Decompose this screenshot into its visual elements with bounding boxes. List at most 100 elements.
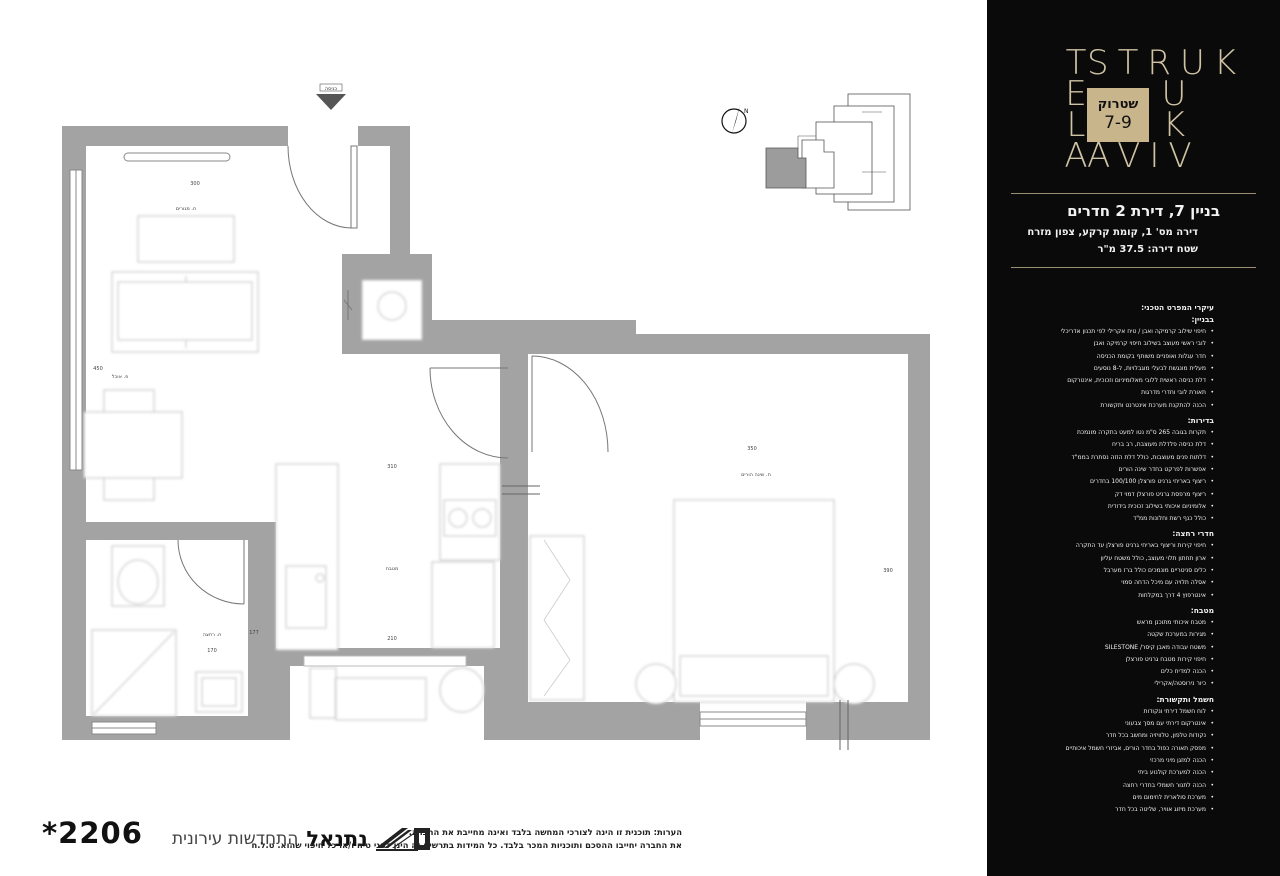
north-label: N [744, 108, 749, 115]
specs-section-title: בבניין: [1191, 315, 1214, 324]
key-plan [765, 93, 911, 211]
window-bath [91, 721, 157, 735]
specs-item: מגירות במערכת שקטה [1014, 629, 1214, 641]
divider [1011, 267, 1256, 268]
bedroom-door [429, 355, 609, 459]
logo-badge-number: 7-9 [1104, 113, 1132, 133]
balcony [303, 655, 485, 721]
specs-list: מטבח איכותי מתוכנן מראשמגירות במערכת שקט… [1014, 617, 1214, 691]
dim-living-width: 300 [190, 181, 200, 187]
divider [1011, 193, 1256, 194]
washing-machine [361, 279, 423, 341]
specs-item: הכנה למזגן מיני מרכזי [1014, 755, 1214, 767]
specs-list: חיפוי שילוב קרמיקה ואבן / טיח אקרילי לפי… [1014, 326, 1214, 412]
specs-item: אלומיניום איכותי בשילוב זכוכית בידודית [1014, 501, 1214, 513]
logo-badge-name: שטרוק [1097, 97, 1139, 112]
specs-item: אסלה תלויה עם מיכל הדחה סמוי [1014, 577, 1214, 589]
specs-item: לוח חשמל דירתי ונקודות [1014, 706, 1214, 718]
entrance-door [287, 145, 358, 229]
wardrobe-lines [543, 539, 571, 697]
dim-living-depth: 450 [93, 366, 103, 372]
bath-door [177, 539, 245, 605]
specs-item: נקודות טלפון, טלוויזיה ומחשב בכל חדר [1014, 730, 1214, 742]
bath-fixtures [91, 545, 243, 717]
specs-section-title: חשמל ותקשורת: [1156, 694, 1214, 704]
logo-letters-right: U K [1161, 74, 1187, 142]
specs-item: דלתות פנים מעוצבות, כולל דלת הזזה נסתרת … [1014, 452, 1214, 464]
specs-item: אפשרות לפרקט בחדר שינה הורים [1014, 464, 1214, 476]
specs-section-title: בדירות: [1187, 416, 1214, 426]
logo-letter: E [1065, 74, 1087, 114]
specs-item: לובי ראשי מעוצב בשילוב חיפוי קרמיקה ואבן [1014, 338, 1214, 350]
logo-bottom-row: AVIV [1087, 136, 1201, 176]
specs-heading: עיקרי המפרט הטכני: [1141, 303, 1214, 312]
entrance-tag [319, 83, 343, 92]
specs-item: חדר עגלות ואופניים משותף בקומת הכניסה [1014, 351, 1214, 363]
notes-line-2: את החברה יחייבו ההסכם ותוכניות המכר בלבד… [251, 840, 682, 850]
apartment-area: שטח דירה: 37.5 מ"ר [1097, 244, 1198, 255]
specs-item: דלת כניסה ראשית ללובי מאלומיניום וזכוכית… [1014, 375, 1214, 387]
specs-item: מערכת סולארית לחימום מים [1014, 792, 1214, 804]
apartment-title: בניין 7, דירת 2 חדרים [1067, 202, 1220, 220]
specs-item: מערכת מיזוג אוויר, שליטה בכל חדר [1014, 804, 1214, 816]
window-left [69, 169, 83, 471]
dim-kitchen-width: 210 [387, 636, 397, 642]
brand-logo-icon [375, 828, 430, 851]
living-furniture [83, 215, 259, 501]
bedroom-furniture [529, 499, 875, 705]
logo-letter: L [1066, 105, 1086, 145]
specs-item: תקרות בגובה 265 ס"מ נטו למעט בתקרה מונמכ… [1014, 427, 1214, 439]
window-bedroom [699, 711, 807, 727]
logo-letter: T [1065, 43, 1087, 83]
dim-bath-depth: 177 [249, 630, 259, 636]
tech-specs: עיקרי המפרט הטכני: בבניין: חיפוי שילוב קרמ… [1014, 302, 1214, 816]
specs-item: הכנה לתנור חשמלי בחדרי רחצה [1014, 780, 1214, 792]
logo-letter: A [1064, 136, 1088, 176]
specs-item: כלים סניטריים מונמכים כולל ברז מערבל [1014, 565, 1214, 577]
living-room-label: ח. מגורים [176, 206, 197, 212]
specs-item: ריצוף מרפסת גרניט פורצלן דמוי דק [1014, 489, 1214, 501]
disclaimer-notes: הערות: תוכנית זו הינה לצורכי המחשה בלבד … [182, 826, 682, 852]
floor-plan-drawing: כניסה [62, 83, 930, 750]
dim-bedroom-depth: 390 [883, 568, 893, 574]
kitchen-label: מטבח [386, 566, 399, 572]
specs-item: תאורת לובי וחדרי מדרגות [1014, 387, 1214, 399]
specs-list: תקרות בגובה 265 ס"מ נטו למעט בתקרה מונמכ… [1014, 427, 1214, 525]
north-arrow-icon: N [721, 105, 749, 134]
specs-item: מעלית מונגשת לבעלי מוגבלויות, ל-8 נוסעים [1014, 363, 1214, 375]
specs-list: חיפוי קירות וריצוף באריחי גרניט פורצלן ע… [1014, 540, 1214, 601]
entrance-arrow [316, 94, 346, 110]
specs-item: הכנה למדיח כלים [1014, 666, 1214, 678]
entrance-label: כניסה [325, 86, 338, 92]
dining-label: פ. אוכל [112, 374, 129, 380]
specs-item: דלת כניסה פלדלת מעוצבת, רב בריח [1014, 439, 1214, 451]
specs-list: לוח חשמל דירתי ונקודותאינטרקום דירתי עם … [1014, 706, 1214, 817]
developer-brand: התחדשות עירונית נתנאל [172, 824, 434, 854]
dim-bath-width: 170 [207, 648, 217, 654]
specs-item: חיפוי שילוב קרמיקה ואבן / טיח אקרילי לפי… [1014, 326, 1214, 338]
plan-code: *2206 [42, 816, 143, 850]
specs-item: אינטרפוץ 4 דרך במקלחות [1014, 590, 1214, 602]
bath-label: ח. רחצה [203, 632, 222, 638]
logo-letters-left: T E L A [1063, 43, 1089, 176]
shaft-door-mark [343, 290, 353, 320]
floor-plan: כניסה [42, 83, 930, 854]
window-top [123, 152, 231, 162]
apartment-details: דירה מס' 1, קומת קרקע, צפון מזרח [1027, 227, 1198, 238]
specs-item: הכנה למערכת קולנוע ביתי [1014, 767, 1214, 779]
key-plan-highlight [765, 147, 807, 189]
bedroom-label: ח. שינה הורים [741, 472, 771, 478]
brand-subtitle: התחדשות עירונית [172, 829, 299, 849]
specs-item: ארון תחתון תלוי מעוצב, כולל משטח עליון [1014, 553, 1214, 565]
specs-item: משטח עבודה מאבן קיסר/ SILESTONE [1014, 642, 1214, 654]
brand-name: נתנאל [306, 827, 368, 851]
dim-bedroom-width: 350 [747, 446, 757, 452]
specs-item: ריצוף באריחי גרניט פורצלן 100/100 בחדרים [1014, 476, 1214, 488]
specs-section-title: חדרי רחצה: [1172, 529, 1214, 539]
specs-section-title: מטבח: [1190, 605, 1214, 615]
specs-item: כיור נירוסטה/אקרילי [1014, 678, 1214, 690]
info-panel: T E L A STRUK U K AVIV שטרוק 7-9 בניין 7… [987, 0, 1280, 876]
specs-item: חיפוי קירות וריצוף באריחי גרניט פורצלן ע… [1014, 540, 1214, 552]
logo-letter: U [1161, 74, 1187, 114]
specs-item: מפסק תאורה כפול בחדר הורים, אביזרי חשמל … [1014, 743, 1214, 755]
